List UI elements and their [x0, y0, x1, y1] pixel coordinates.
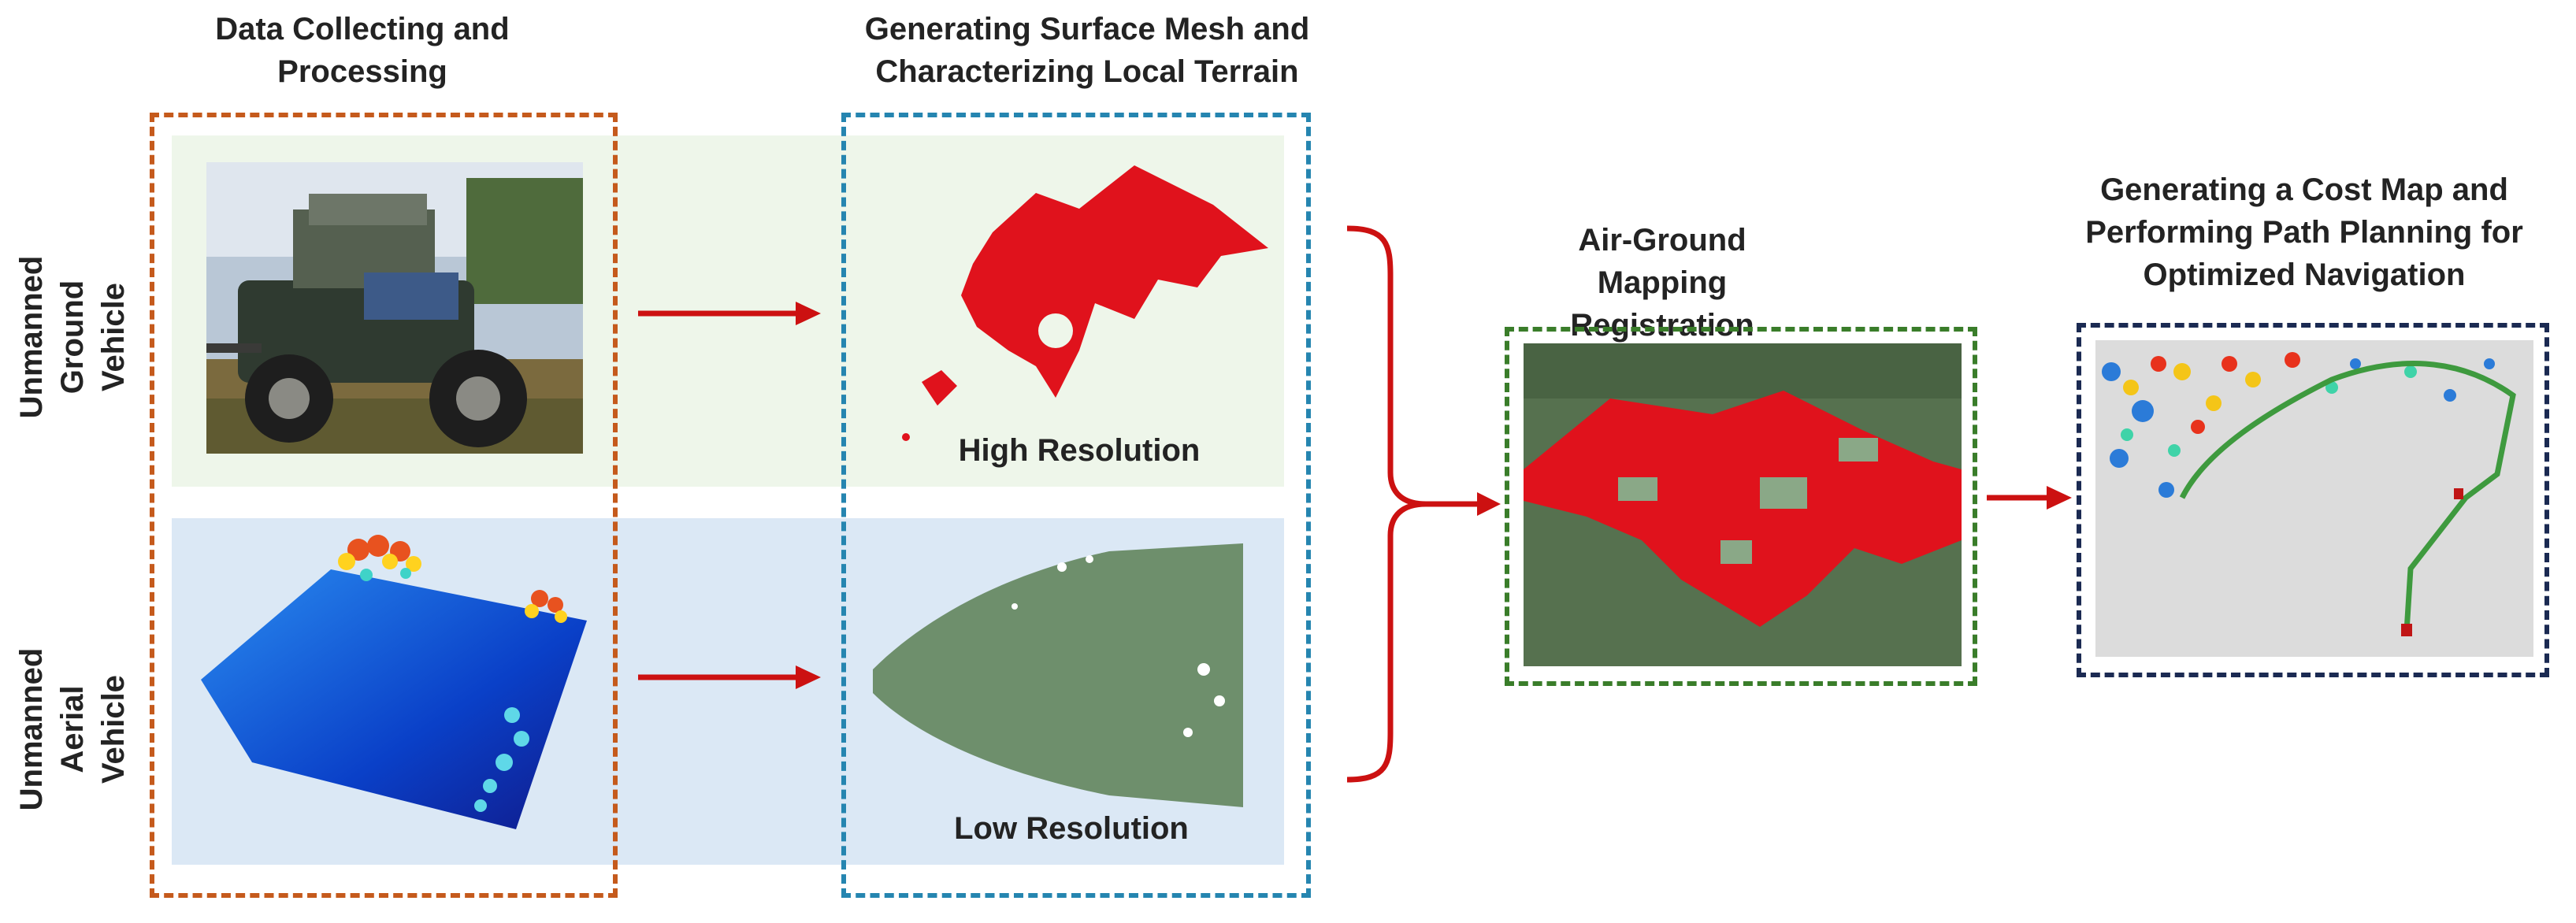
merged-map	[1524, 343, 1962, 666]
registration-frame	[1505, 327, 1977, 686]
cost-map-with-path	[2095, 340, 2533, 657]
ugv-to-surface-arrow	[638, 298, 821, 329]
costmap-title: Generating a Cost Map and Performing Pat…	[2085, 172, 2523, 292]
surface-title: Generating Surface Mesh and Characterizi…	[864, 12, 1310, 89]
aerial-point-cloud	[197, 526, 591, 833]
collect-title: Data Collecting and Processing	[215, 12, 510, 89]
registration-to-costmap-arrow	[1987, 482, 2072, 513]
costmap-frame	[2077, 323, 2549, 677]
low-resolution-label: Low Resolution	[954, 811, 1189, 846]
green-terrain-mesh	[873, 536, 1243, 811]
red-surface-mesh	[898, 161, 1276, 445]
merge-brace	[1339, 221, 1505, 788]
uav-to-surface-arrow	[638, 662, 821, 693]
surface-frame	[841, 113, 1311, 898]
ugv-row-label: Unmanned Ground Vehicle	[14, 255, 131, 419]
collect-frame	[150, 113, 618, 898]
high-resolution-label: High Resolution	[958, 433, 1201, 468]
uav-row-label: Unmanned Aerial Vehicle	[14, 647, 131, 811]
ground-vehicle-photo	[206, 162, 583, 454]
registration-title: Air-Ground Mapping Registration	[1570, 223, 1754, 343]
